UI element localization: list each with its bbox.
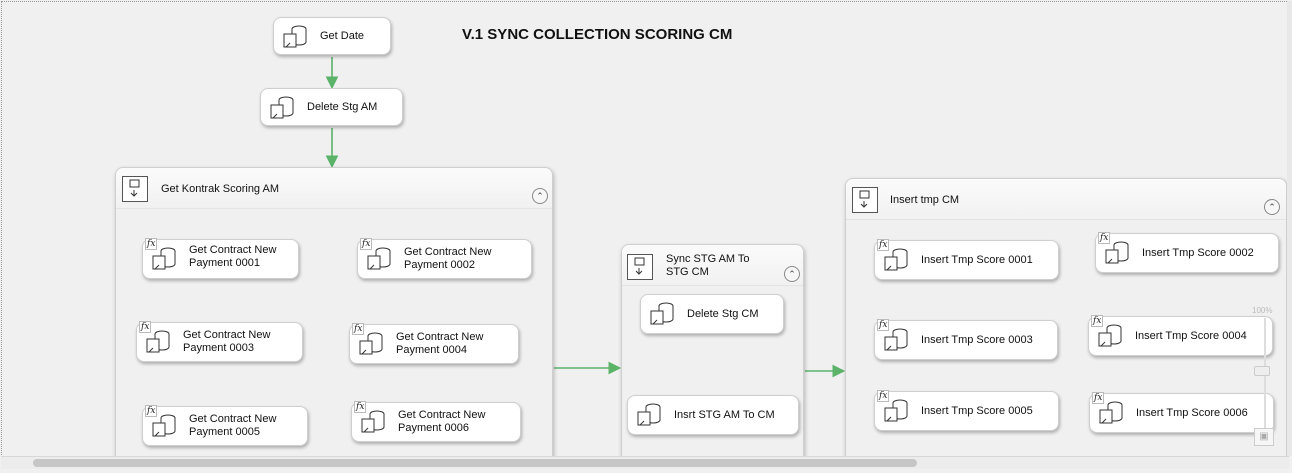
- vertical-scrollbar[interactable]: [1287, 1, 1292, 456]
- sql-task-icon: [1099, 401, 1123, 424]
- expression-fx-icon: fx: [877, 390, 890, 402]
- zoom-control[interactable]: 100% ▣: [1252, 302, 1280, 452]
- task-get-contract-0001[interactable]: fx Get Contract New Payment 0001: [142, 238, 299, 279]
- container-title: Insert tmp CM: [890, 194, 960, 206]
- data-flow-container-icon: [627, 254, 653, 280]
- task-label: Get Contract New Payment 0002: [404, 246, 492, 271]
- task-insert-tmp-score-0005[interactable]: fx Insert Tmp Score 0005: [874, 390, 1059, 431]
- expression-fx-icon: fx: [877, 239, 890, 251]
- data-flow-container-icon: [122, 176, 148, 202]
- task-get-contract-0002[interactable]: fx Get Contract New Payment 0002: [357, 238, 532, 279]
- task-label: Insert Tmp Score 0005: [921, 404, 1033, 417]
- sql-task-icon: [361, 410, 385, 433]
- task-label: Get Contract New Payment 0004: [396, 331, 484, 356]
- task-insert-tmp-score-0006[interactable]: fx Insert Tmp Score 0006: [1089, 392, 1274, 433]
- expression-fx-icon: fx: [354, 401, 367, 413]
- expression-fx-icon: fx: [1092, 392, 1105, 404]
- collapse-chevron-icon[interactable]: ⌃: [532, 188, 548, 204]
- expression-fx-icon: fx: [352, 323, 365, 335]
- task-get-contract-0005[interactable]: fx Get Contract New Payment 0005: [142, 405, 308, 446]
- task-label: Get Contract New Payment 0001: [189, 244, 277, 269]
- sql-task-icon: [359, 332, 383, 355]
- sql-task-icon: [270, 96, 294, 119]
- zoom-thumb[interactable]: [1254, 366, 1270, 376]
- collapse-chevron-icon[interactable]: ⌃: [1264, 199, 1280, 215]
- task-label: Insert Tmp Score 0003: [921, 333, 1033, 346]
- task-delete-stg-am[interactable]: Delete Stg AM: [260, 88, 403, 126]
- task-get-contract-0003[interactable]: fx Get Contract New Payment 0003: [136, 321, 303, 362]
- container-title: Sync STG AM To STG CM: [666, 253, 750, 278]
- task-label: Get Contract New Payment 0003: [183, 329, 271, 354]
- expression-fx-icon: fx: [360, 238, 373, 250]
- task-label: Get Contract New Payment 0005: [189, 413, 277, 438]
- sql-task-icon: [283, 25, 307, 48]
- task-label: Get Contract New Payment 0006: [398, 409, 486, 434]
- container-header[interactable]: [846, 179, 1286, 220]
- task-delete-stg-cm[interactable]: Delete Stg CM: [640, 294, 784, 334]
- sql-task-icon: [637, 403, 661, 426]
- horizontal-scrollbar-thumb[interactable]: [33, 459, 917, 467]
- task-insert-tmp-score-0004[interactable]: fx Insert Tmp Score 0004: [1088, 315, 1273, 356]
- task-label: Delete Stg AM: [307, 100, 378, 113]
- task-get-contract-0004[interactable]: fx Get Contract New Payment 0004: [349, 323, 519, 364]
- sql-task-icon: [884, 399, 908, 422]
- task-insrt-stg-am-to-cm[interactable]: Insrt STG AM To CM: [627, 395, 799, 435]
- sql-task-icon: [146, 330, 170, 353]
- sql-task-icon: [1098, 324, 1122, 347]
- task-get-contract-0006[interactable]: fx Get Contract New Payment 0006: [351, 401, 521, 442]
- task-insert-tmp-score-0002[interactable]: fx Insert Tmp Score 0002: [1095, 232, 1279, 273]
- design-canvas[interactable]: V.1 SYNC COLLECTION SCORING CM Get Date …: [1, 1, 1289, 457]
- task-insert-tmp-score-0003[interactable]: fx Insert Tmp Score 0003: [874, 319, 1058, 360]
- sql-task-icon: [650, 302, 674, 325]
- task-label: Insert Tmp Score 0004: [1135, 329, 1247, 342]
- horizontal-scrollbar[interactable]: [1, 456, 1289, 469]
- fit-to-window-icon[interactable]: ▣: [1254, 428, 1274, 446]
- task-insert-tmp-score-0001[interactable]: fx Insert Tmp Score 0001: [874, 239, 1059, 280]
- task-label: Insert Tmp Score 0002: [1142, 246, 1254, 259]
- expression-fx-icon: fx: [145, 405, 158, 417]
- sql-task-icon: [1105, 241, 1129, 264]
- page-title: V.1 SYNC COLLECTION SCORING CM: [462, 26, 733, 43]
- task-label: Insert Tmp Score 0001: [921, 253, 1033, 266]
- sql-task-icon: [367, 247, 391, 270]
- container-header[interactable]: [116, 168, 552, 209]
- zoom-label: 100%: [1252, 306, 1273, 315]
- expression-fx-icon: fx: [145, 238, 158, 250]
- task-label: Insert Tmp Score 0006: [1136, 406, 1248, 419]
- sql-task-icon: [884, 328, 908, 351]
- task-get-date[interactable]: Get Date: [273, 17, 391, 55]
- expression-fx-icon: fx: [1098, 232, 1111, 244]
- expression-fx-icon: fx: [1091, 315, 1104, 327]
- expression-fx-icon: fx: [877, 319, 890, 331]
- sql-task-icon: [152, 414, 176, 437]
- sql-task-icon: [152, 247, 176, 270]
- collapse-chevron-icon[interactable]: ⌃: [784, 266, 800, 282]
- task-label: Insrt STG AM To CM: [674, 408, 775, 421]
- expression-fx-icon: fx: [139, 321, 152, 333]
- data-flow-container-icon: [852, 187, 878, 213]
- task-label: Get Date: [320, 29, 365, 42]
- sql-task-icon: [884, 248, 908, 271]
- task-label: Delete Stg CM: [687, 307, 759, 320]
- container-title: Get Kontrak Scoring AM: [161, 183, 279, 195]
